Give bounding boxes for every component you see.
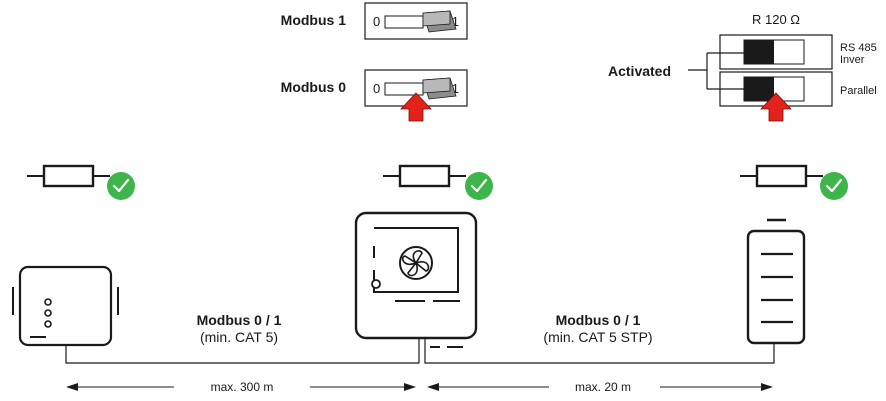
activated-bracket [688, 52, 756, 90]
up-arrow-icon [760, 92, 792, 122]
check-icon [465, 172, 493, 200]
modbus0-label: Modbus 0 [281, 79, 347, 95]
modbus1-right-label: 1 [452, 14, 459, 29]
distance-dimension-1: max. 300 m [66, 380, 416, 394]
up-arrow-icon [400, 92, 432, 122]
modbus1-switch-knob [422, 10, 457, 33]
modbus0-right-label: 1 [452, 81, 459, 96]
modbus1-label: Modbus 1 [281, 12, 347, 28]
modbus1-switch-track [384, 15, 424, 29]
battery-switch-group: R 120 Ω RS 485 Inver Parallel Activated [608, 12, 877, 107]
switch-row-rs485-knob [744, 40, 774, 64]
resistor-icon [740, 164, 823, 188]
inverter-label: Inver [840, 54, 865, 66]
segment-2-subtitle: (min. CAT 5 STP) [543, 329, 652, 345]
resistor-icon [27, 164, 110, 188]
distance-1-label: max. 300 m [211, 380, 274, 394]
check-icon [820, 172, 848, 200]
segment-1-title: Modbus 0 / 1 [197, 312, 282, 328]
distance-2-label: max. 20 m [575, 380, 631, 394]
battery-device [746, 218, 806, 345]
modbus0-switch-track [384, 82, 424, 96]
distance-dimension-2: max. 20 m [427, 380, 773, 394]
activated-label: Activated [608, 63, 671, 79]
modbus1-left-label: 0 [373, 14, 380, 29]
check-icon [107, 172, 135, 200]
modbus1-switch-group: Modbus 1 0 1 [281, 2, 468, 40]
rs485-label: RS 485 [840, 42, 877, 54]
segment-1-subtitle: (min. CAT 5) [200, 329, 278, 345]
modbus0-switch-knob [422, 77, 457, 100]
meter-device [12, 265, 119, 347]
resistor-icon [383, 164, 466, 188]
fan-icon [399, 246, 433, 280]
segment-1-label: Modbus 0 / 1 (min. CAT 5) [197, 312, 282, 345]
modbus0-left-label: 0 [373, 81, 380, 96]
segment-2-title: Modbus 0 / 1 [556, 312, 641, 328]
bus-wiring [65, 338, 775, 364]
modbus0-switch-group: Modbus 0 0 1 [281, 69, 468, 107]
segment-2-label: Modbus 0 / 1 (min. CAT 5 STP) [543, 312, 652, 345]
r120-title: R 120 Ω [752, 12, 800, 27]
parallel-label: Parallel [840, 85, 877, 97]
